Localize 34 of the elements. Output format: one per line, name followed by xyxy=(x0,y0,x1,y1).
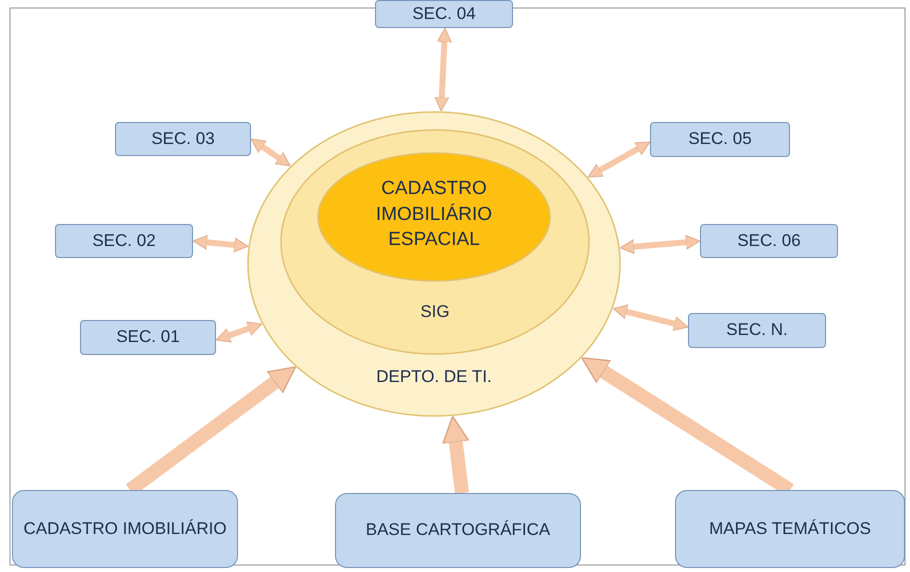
double-arrow xyxy=(434,28,452,112)
process-box xyxy=(375,0,513,28)
process-box xyxy=(115,122,251,156)
ellipse-region xyxy=(247,111,621,417)
process-box xyxy=(650,122,790,157)
process-box xyxy=(55,224,193,258)
process-box xyxy=(80,320,216,355)
process-box xyxy=(335,493,581,568)
node-label: SEC. 05 xyxy=(688,128,752,150)
node-label: MAPAS TEMÁTICOS xyxy=(709,518,871,540)
double-arrow xyxy=(620,234,700,254)
double-arrow xyxy=(588,142,650,178)
node-label: CADASTRO IMOBILIÁRIO ESPACIAL xyxy=(374,177,494,252)
double-arrow xyxy=(612,304,688,331)
ellipse-region xyxy=(280,129,590,355)
node-label: SIG xyxy=(419,301,451,323)
node-label: SEC. 01 xyxy=(116,326,180,348)
node-label: DEPTO. DE TI. xyxy=(375,366,493,388)
double-arrow xyxy=(192,235,249,252)
process-box xyxy=(12,490,238,568)
node-label: SEC. 02 xyxy=(92,230,156,252)
ellipse-region xyxy=(317,152,551,282)
node-label: SEC. 06 xyxy=(737,230,801,252)
node-label: CADASTRO IMOBILIÁRIO xyxy=(23,518,227,540)
node-label: SEC. 03 xyxy=(151,128,215,150)
node-label: SEC. N. xyxy=(726,319,788,342)
node-label: SEC. 04 xyxy=(412,2,476,25)
block-arrow xyxy=(442,416,470,494)
double-arrow xyxy=(216,322,262,342)
double-arrow xyxy=(250,138,291,166)
process-box xyxy=(700,224,838,258)
process-box xyxy=(688,313,826,348)
node-label: BASE CARTOGRÁFICA xyxy=(366,519,550,542)
process-box xyxy=(675,490,905,568)
